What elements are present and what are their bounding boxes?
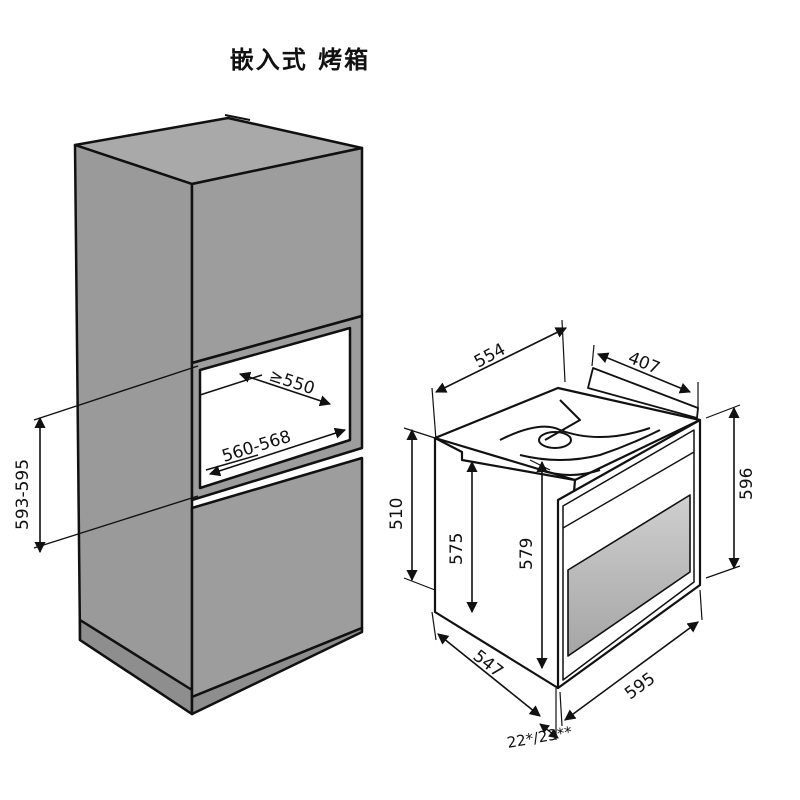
cabinet-lower-door bbox=[190, 456, 364, 699]
label-oven-top-width: 407 bbox=[625, 348, 663, 379]
dim-oven-front-height: 579 bbox=[517, 459, 551, 670]
diagram-title: 嵌入式 烤箱 bbox=[229, 46, 371, 74]
label-oven-height-left: 510 bbox=[387, 498, 407, 530]
label-front-offset: 22*/23** bbox=[506, 723, 574, 752]
dim-oven-height-left: 510 bbox=[387, 427, 436, 591]
dim-oven-inner-height: 575 bbox=[447, 460, 478, 614]
dim-niche-height: 593-595 bbox=[13, 365, 199, 554]
dim-oven-total-height: 596 bbox=[705, 404, 757, 579]
oven bbox=[433, 367, 702, 690]
label-niche-height: 593-595 bbox=[13, 459, 33, 530]
label-oven-inner-height: 575 bbox=[447, 533, 467, 565]
label-oven-front-height: 579 bbox=[517, 538, 537, 570]
built-in-cabinet bbox=[73, 114, 364, 716]
label-oven-top-depth: 554 bbox=[471, 340, 509, 373]
oven-heating-element bbox=[499, 399, 661, 476]
dim-front-offset: 22*/23** bbox=[506, 688, 574, 752]
label-oven-total-height: 596 bbox=[737, 468, 757, 500]
